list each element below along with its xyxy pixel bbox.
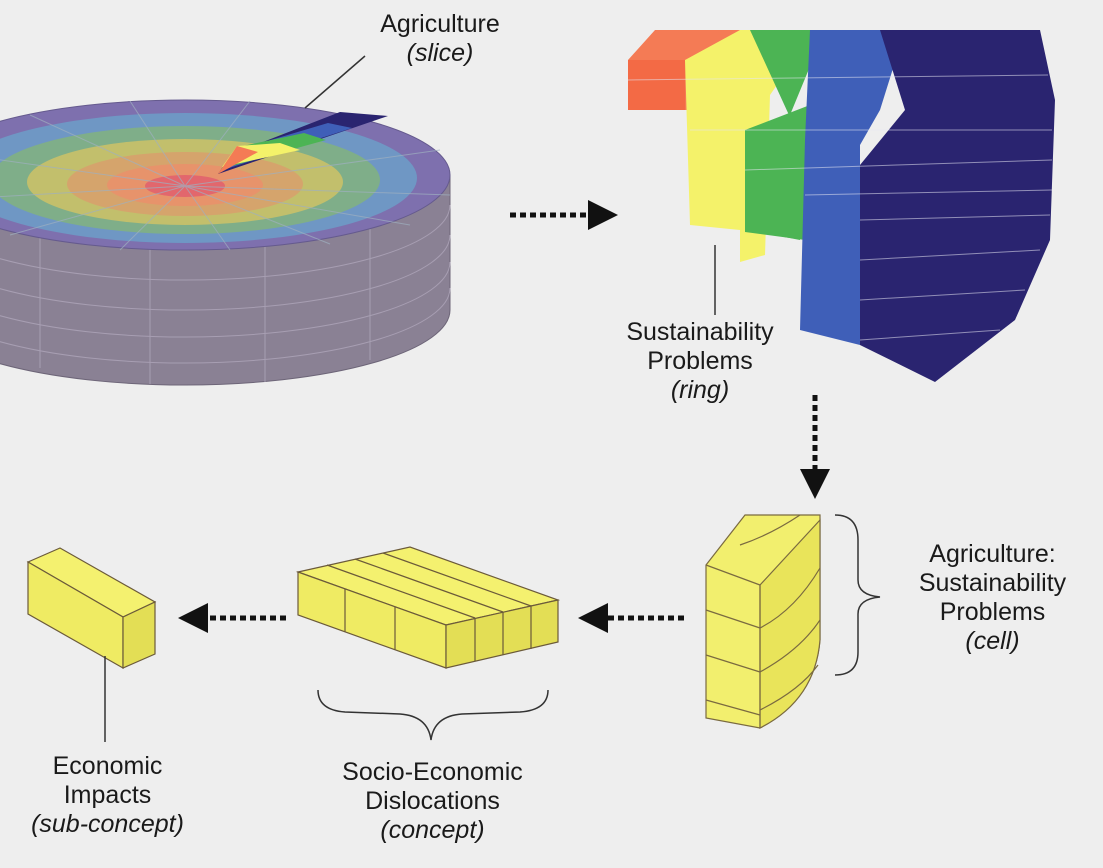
label-cell-type: (cell) [965, 627, 1020, 655]
slice-leader-line [304, 55, 366, 109]
label-ring-line2: Problems [647, 347, 753, 375]
concept-block [295, 546, 561, 669]
label-ring: Sustainability Problems (ring) [590, 318, 810, 405]
label-concept: Socio-Economic Dislocations (concept) [300, 758, 565, 845]
concept-brace [317, 689, 549, 741]
cell-model [705, 514, 821, 729]
label-concept-line1: Socio-Economic [342, 758, 523, 786]
label-slice-type: (slice) [406, 39, 474, 67]
cell-bracket [834, 514, 881, 676]
label-subconcept-line1: Economic [52, 752, 163, 780]
label-subconcept-line2: Impacts [63, 781, 152, 809]
label-cell-line2: Sustainability [918, 569, 1067, 597]
label-subconcept: Economic Impacts (sub-concept) [0, 752, 215, 839]
label-ring-line1: Sustainability [626, 318, 774, 346]
label-concept-line2: Dislocations [365, 787, 500, 815]
label-ring-type: (ring) [670, 376, 730, 404]
label-cell-line3: Problems [939, 598, 1046, 626]
label-cell-line1: Agriculture: [929, 540, 1056, 568]
label-concept-type: (concept) [380, 816, 485, 844]
label-subconcept-type: (sub-concept) [31, 810, 184, 838]
label-cell: Agriculture: Sustainability Problems (ce… [885, 540, 1100, 656]
cylinder-model [0, 55, 451, 386]
label-slice: Agriculture (slice) [340, 10, 540, 68]
ring-segment-model [627, 30, 1055, 382]
highlighted-slice [218, 112, 388, 174]
subconcept-block [26, 547, 157, 670]
label-slice-name: Agriculture [380, 10, 500, 38]
